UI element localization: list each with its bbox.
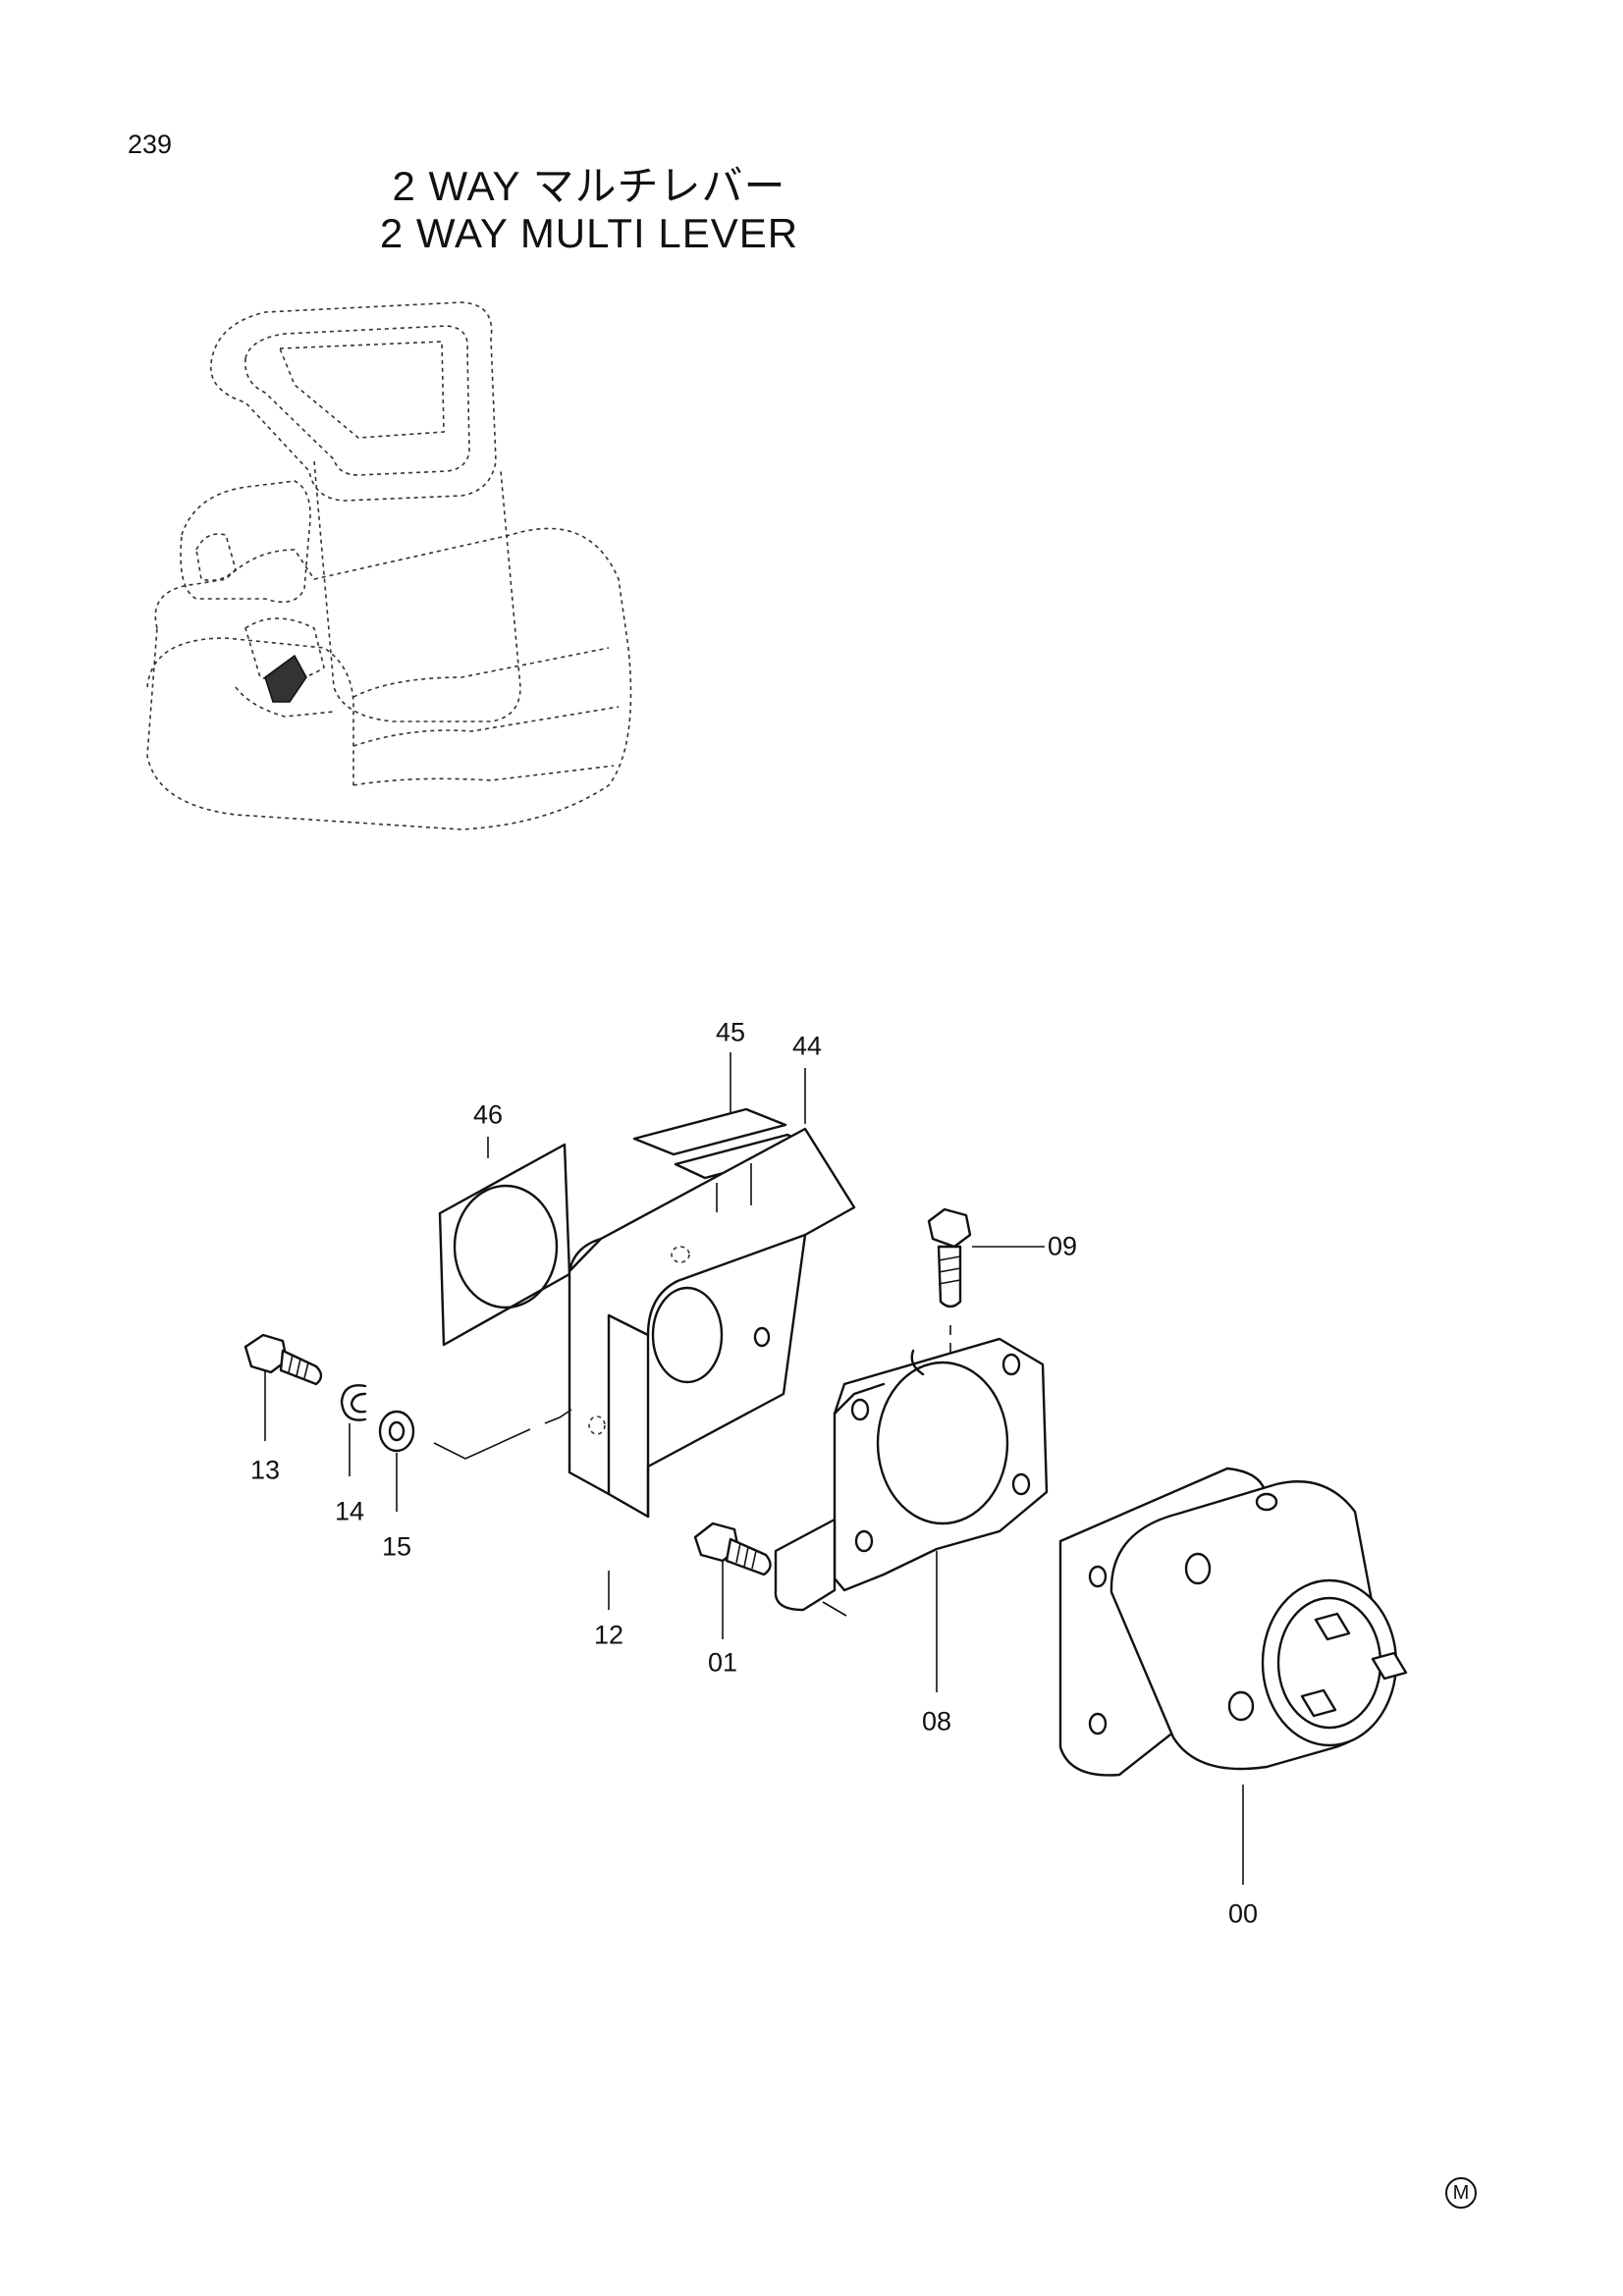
callout-09: 09 <box>1047 1231 1078 1261</box>
callout-01: 01 <box>707 1647 738 1678</box>
callout-08: 08 <box>921 1706 952 1736</box>
callout-13: 13 <box>249 1455 281 1485</box>
callout-00: 00 <box>1227 1898 1259 1929</box>
callout-12: 12 <box>593 1620 624 1650</box>
page-number: 239 <box>128 130 173 159</box>
unit-pins <box>1300 1612 1408 1718</box>
assembly-line-left <box>433 1409 572 1460</box>
part-12-bracket <box>568 1127 856 1519</box>
part-15-washer <box>378 1410 415 1453</box>
part-14-circlip <box>340 1384 367 1421</box>
callout-14: 14 <box>334 1496 365 1526</box>
callout-45: 45 <box>715 1017 746 1047</box>
console-overview <box>146 301 632 830</box>
title-japanese: 2 WAY マルチレバー <box>392 163 786 209</box>
leader-lines <box>264 1052 1244 1885</box>
callout-46: 46 <box>472 1099 504 1130</box>
corner-mark: M <box>1445 2177 1477 2209</box>
part-00-unit <box>1058 1467 1408 1777</box>
part-46-gasket <box>438 1143 571 1347</box>
title-english: 2 WAY MULTI LEVER <box>379 210 799 256</box>
part-13-bolt <box>243 1333 323 1386</box>
callout-44: 44 <box>791 1031 823 1061</box>
part-08-bracket <box>774 1337 1049 1612</box>
callout-15: 15 <box>381 1531 412 1562</box>
